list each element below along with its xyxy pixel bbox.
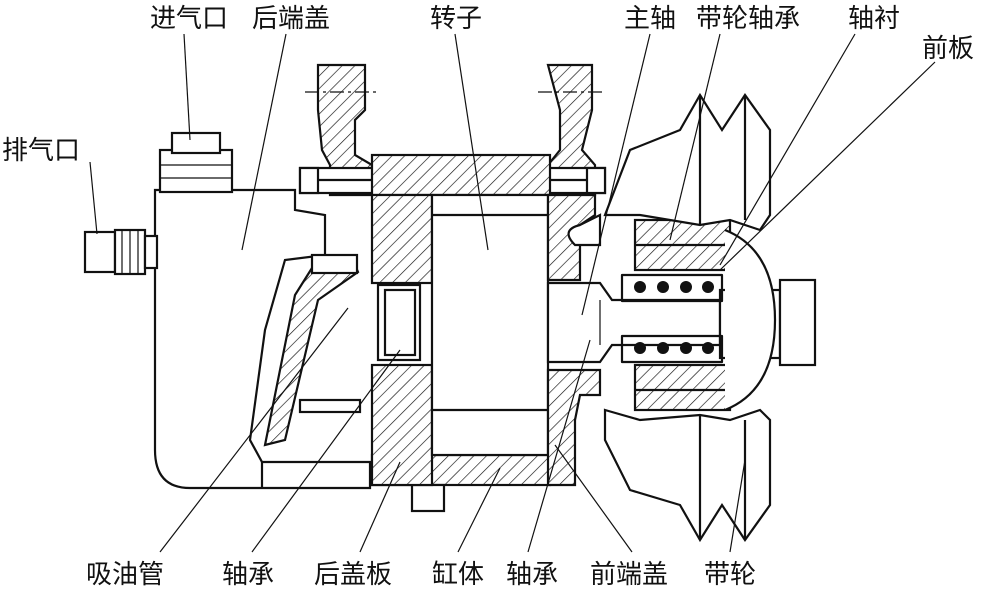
label-front-cover: 前端盖 (590, 560, 669, 590)
leader-lines (89, 33, 936, 553)
label-cylinder: 缸体 (432, 560, 485, 590)
label-rotor: 转子 (430, 4, 483, 34)
label-pulley-bearing: 带轮轴承 (696, 4, 801, 34)
rear-cover-plate (370, 193, 434, 487)
front-cover (546, 193, 602, 487)
suction-pipe (263, 253, 362, 447)
label-bearing-right: 轴承 (506, 560, 559, 590)
label-inlet: 进气口 (150, 4, 229, 34)
label-exhaust: 排气口 (2, 136, 81, 166)
label-front-plate: 前板 (922, 34, 975, 64)
label-bushing: 轴衬 (848, 4, 901, 34)
bushing-balls (620, 273, 724, 364)
label-rear-cover-plate: 后盖板 (314, 560, 393, 590)
exhaust-port-fitting (83, 228, 159, 276)
label-pulley: 带轮 (704, 560, 757, 590)
inlet-port-fitting (158, 131, 234, 194)
rotor (430, 193, 550, 457)
label-bearing-left: 轴承 (222, 560, 275, 590)
rear-cover-body (153, 188, 372, 490)
label-rear-cover: 后端盖 (252, 4, 331, 34)
pulley (603, 92, 777, 543)
label-suction-pipe: 吸油管 (86, 560, 165, 590)
pulley-bearing (633, 218, 732, 412)
label-main-shaft: 主轴 (624, 4, 677, 34)
